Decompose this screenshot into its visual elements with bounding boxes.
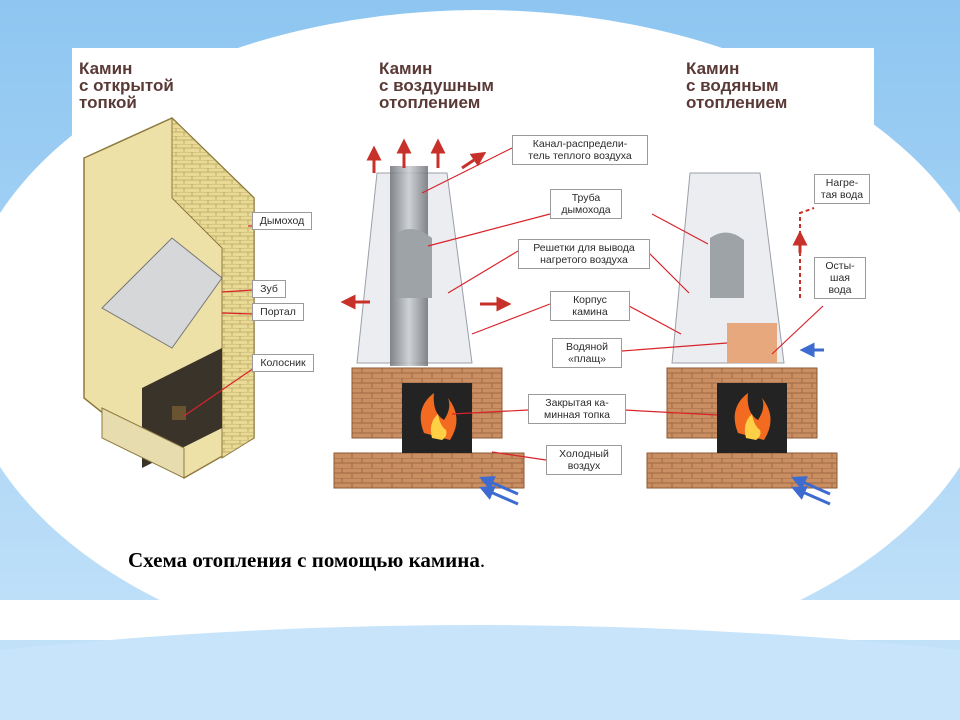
water-heating-fireplace-illustration (646, 172, 838, 506)
label-warm-air-channel: Канал-распредели- тель теплого воздуха (512, 135, 648, 165)
label-air-grilles: Решетки для вывода нагретого воздуха (518, 239, 650, 269)
label-grate: Колосник (252, 354, 314, 372)
label-fireplace-body: Корпус камина (550, 291, 630, 321)
fireplace-diagram: Камин с открытой топкой Камин с воздушны… (72, 48, 874, 516)
caption-period: . (479, 548, 486, 572)
label-tooth: Зуб (252, 280, 286, 298)
air-heating-fireplace-title: Камин с воздушным отоплением (379, 59, 494, 112)
fireplace-illustrations (83, 116, 838, 506)
label-closed-firebox: Закрытая ка- минная топка (528, 394, 626, 424)
label-heated-water: Нагре- тая вода (814, 174, 870, 204)
label-water-jacket: Водяной «плащ» (552, 338, 622, 368)
caption-text: Схема отопления с помощью камина (128, 548, 480, 572)
water-heating-fireplace-title: Камин с водяным отоплением (686, 59, 788, 112)
label-cooled-water: Осты- шая вода (814, 257, 866, 299)
label-chimney-flue: Дымоход (252, 212, 312, 230)
label-portal: Портал (252, 303, 304, 321)
leader-lines (183, 147, 824, 461)
label-chimney-pipe: Труба дымохода (550, 189, 622, 219)
open-fireplace-illustration (83, 116, 255, 479)
open-fireplace-title: Камин с открытой топкой (79, 59, 174, 112)
air-heating-fireplace-illustration (333, 138, 525, 506)
slide-caption: Схема отопления с помощью камина. (128, 548, 485, 573)
label-cold-air: Холодный воздух (546, 445, 622, 475)
